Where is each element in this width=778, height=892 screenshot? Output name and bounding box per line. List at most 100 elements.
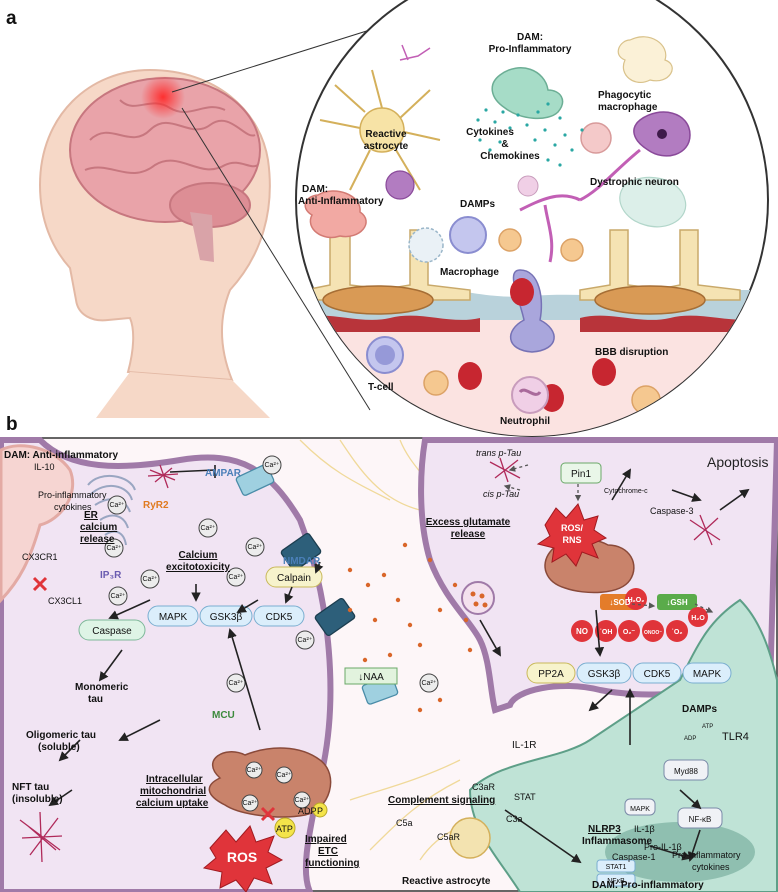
ros-label: ROS: [227, 849, 257, 865]
naa-label: ↓NAA: [358, 672, 384, 683]
pro-cyt-b-1: Pro-inflammatory: [672, 850, 741, 860]
h2o2-label: H₂O₂: [628, 597, 645, 604]
panel-a-labels: DAM: Pro-Inflammatory Phagocytic macroph…: [298, 32, 679, 427]
ryr2-label: RyR2: [143, 500, 169, 511]
label-amp: &: [501, 139, 508, 150]
il1b-label: IL-1β: [634, 824, 655, 834]
cdk5-label: CDK5: [266, 612, 293, 623]
label-dam-anti: DAM:: [302, 184, 328, 195]
er-label-2: calcium: [80, 522, 117, 533]
oligomeric-1: Oligomeric tau: [26, 730, 96, 741]
ca-5: Ca²⁺: [110, 502, 125, 509]
ca-10: Ca²⁺: [229, 680, 244, 687]
dam-anti-microglia: [0, 444, 75, 604]
label-phagocytic: Phagocytic: [598, 90, 652, 101]
ca-4: Ca²⁺: [229, 574, 244, 581]
ca-3: Ca²⁺: [248, 544, 263, 551]
onoo-label: ONOO⁻: [644, 630, 662, 636]
er-label-3: release: [80, 534, 115, 545]
gsh-label: ↓GSH: [666, 598, 688, 607]
cis-tau: cis p-Tau: [483, 489, 519, 499]
complement-label: Complement signaling: [388, 795, 495, 806]
nft-2: (insoluble): [12, 794, 63, 805]
cdk5-r-label: CDK5: [644, 669, 671, 680]
o2-label: O₂⁻: [623, 629, 636, 636]
mapk-r-label: MAPK: [693, 669, 722, 680]
ca-14: Ca²⁺: [277, 772, 292, 779]
red-x-marks: [32, 576, 276, 822]
impaired-2: ETC: [318, 846, 338, 857]
ca-15: Ca²⁺: [295, 797, 310, 804]
intracell-3: calcium uptake: [136, 798, 209, 809]
label-dam-pro: DAM:: [517, 32, 543, 43]
nfkb-label: NF-κB: [689, 815, 712, 824]
label-reactive-2: astrocyte: [364, 141, 409, 152]
label-chemokines: Chemokines: [480, 151, 540, 162]
apoptosis-label: Apoptosis: [707, 454, 768, 470]
c5a-label: C5a: [396, 818, 413, 828]
pro-il1b-label: Pro-IL-1β: [644, 842, 682, 852]
label-cytokines: Cytokines: [466, 127, 514, 138]
pro-cyt-b-2: cytokines: [692, 862, 730, 872]
ros-rns-burst: [536, 503, 608, 567]
label-bbb: BBB disruption: [595, 347, 668, 358]
ca-7: Ca²⁺: [143, 576, 158, 583]
c5ar-label: C5aR: [437, 832, 461, 842]
caspase1-label: Caspase-1: [612, 852, 656, 862]
intracell-1: Intracellular: [146, 774, 203, 785]
ca-1: Ca²⁺: [265, 462, 280, 469]
ros-rns-1: ROS/: [561, 523, 584, 533]
pro-cyt-1: Pro-inflammatory: [38, 490, 107, 500]
c3ar-label: C3aR: [472, 782, 496, 792]
ca-8: Ca²⁺: [111, 593, 126, 600]
pin1-label: Pin1: [571, 469, 591, 480]
glutamate-dots: [347, 542, 473, 713]
dam-pro-title: DAM: Pro-inflammatory: [592, 880, 704, 891]
cx3cr1-label: CX3CR1: [22, 552, 58, 562]
ca-6: Ca²⁺: [107, 545, 122, 552]
er-label-1: ER: [84, 510, 99, 521]
pp2a-label: PP2A: [538, 669, 564, 680]
caspase3-label: Caspase-3: [650, 506, 694, 516]
panel-a-label: a: [6, 8, 17, 29]
caspase-label: Caspase: [92, 626, 132, 637]
adp-label: ADP: [298, 806, 317, 816]
oligomeric-2: (soluble): [38, 742, 80, 753]
adp-small: ADP: [684, 736, 696, 742]
ca-13: Ca²⁺: [243, 800, 258, 807]
oh-label: ˙OH: [600, 628, 613, 636]
il10-label: IL-10: [34, 462, 55, 472]
myd88-label: Myd88: [674, 767, 699, 776]
c3a-label: C3a: [506, 814, 523, 824]
glutamate-vesicle: [461, 581, 495, 615]
trans-tau: trans p-Tau: [476, 448, 521, 458]
label-dam-anti-2: Anti-Inflammatory: [298, 196, 384, 207]
label-dystrophic: Dystrophic neuron: [590, 177, 679, 188]
stat1-label: STAT1: [606, 864, 627, 871]
excess-1: Excess glutamate: [426, 517, 511, 528]
cytochrome-label: Cytochrome-c: [604, 488, 648, 495]
nfkb2-label: NFκB: [607, 878, 625, 885]
label-reactive: Reactive: [365, 129, 407, 140]
arrows: [48, 468, 750, 864]
atp-bubble: [274, 802, 328, 839]
sod-label: ↓SOD: [609, 598, 631, 607]
ip3r-label: IP₃R: [100, 570, 122, 581]
reactive-astro-label: Reactive astrocyte: [402, 876, 491, 887]
nmdar-receptor: [280, 532, 322, 572]
gsk3b-label: GSK3β: [210, 612, 243, 623]
tau-tangles: [19, 457, 721, 863]
label-tcell: T-cell: [368, 382, 394, 393]
reactive-astrocyte-b: [449, 817, 491, 859]
nlrp3-2: Inflammasome: [582, 836, 652, 847]
zoom-line-bottom: [181, 107, 371, 411]
atp-small: ATP: [702, 724, 713, 730]
label-dam-pro-2: Pro-Inflammatory: [489, 44, 572, 55]
o2b-label: ˙O₂: [672, 628, 683, 636]
label-damps-a: DAMPs: [460, 199, 495, 210]
damps-b: DAMPs: [682, 704, 717, 715]
nmdar-label: NMDAR: [283, 556, 321, 567]
zoom-circle: [295, 0, 769, 437]
mapk2-label: MAPK: [630, 806, 650, 813]
